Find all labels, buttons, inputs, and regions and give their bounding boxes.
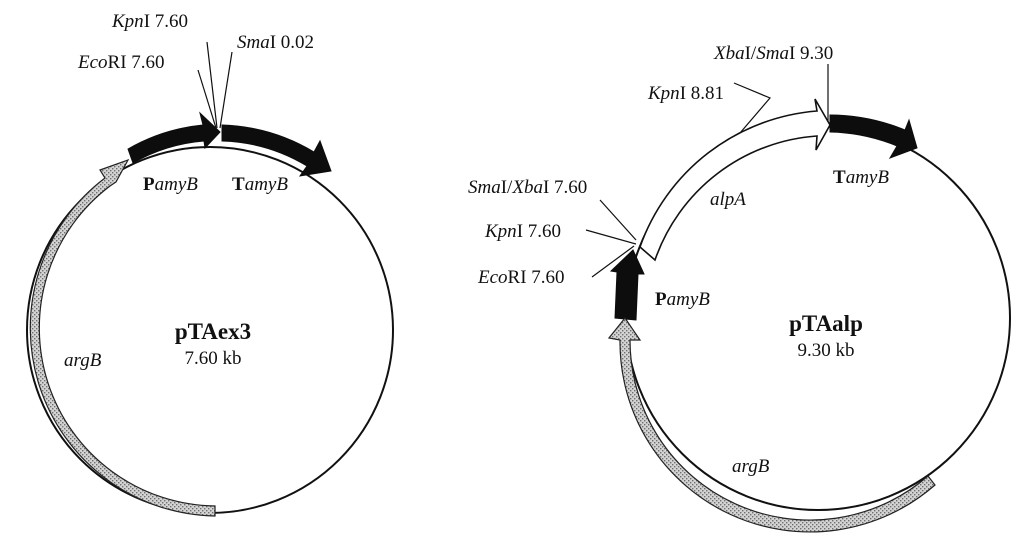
kpn1-leader-line <box>585 229 637 245</box>
plasmid-size: 9.30 kb <box>798 340 855 361</box>
alpa-arrow <box>639 98 831 262</box>
feature-label-tamyb: TamyB <box>232 174 288 195</box>
feature-label-tamyb: TamyB <box>833 167 889 188</box>
argb-arrow <box>29 158 216 517</box>
plasmid-name: pTAex3 <box>175 319 251 344</box>
plasmid-name: pTAalp <box>789 311 863 336</box>
site-label-eco: EcoRI 7.60 <box>77 52 165 73</box>
site-label-sma: SmaI 0.02 <box>237 32 314 53</box>
tamyb-arrow <box>221 124 332 177</box>
kpn-leader-line <box>206 41 218 129</box>
eco-leader-line <box>197 69 217 129</box>
sma-leader-line <box>219 51 233 129</box>
tamyb-arrow <box>829 114 918 159</box>
site-label-kpn: KpnI 7.60 <box>111 11 188 32</box>
pamyb-arrow <box>609 249 645 321</box>
site-label-kpn1: KpnI 7.60 <box>484 221 561 242</box>
site-label-xbasma: XbaI/SmaI 9.30 <box>713 43 833 64</box>
site-label-kpn2: KpnI 8.81 <box>647 83 724 104</box>
smaxba-leader-line <box>599 199 637 241</box>
pamyb-arrow <box>127 111 221 164</box>
feature-label-pamyb: PamyB <box>143 174 198 195</box>
feature-label-argb: argB <box>732 456 770 477</box>
plasmid-size: 7.60 kb <box>185 348 242 369</box>
site-label-eco: EcoRI 7.60 <box>477 267 565 288</box>
plasmid-ptaex3: KpnI 7.60 EcoRI 7.60 SmaI 0.02 PamyB Tam… <box>26 11 394 517</box>
eco-leader-line <box>591 245 635 278</box>
site-label-smaxba: SmaI/XbaI 7.60 <box>468 177 587 198</box>
feature-label-alpa: alpA <box>710 189 746 210</box>
kpn2-leader-line <box>733 82 771 134</box>
argb-arrow <box>607 316 936 533</box>
feature-label-argb: argB <box>64 350 102 371</box>
plasmid-ptaalp: XbaI/SmaI 9.30 KpnI 8.81 SmaI/XbaI 7.60 … <box>468 43 1011 533</box>
feature-label-pamyb: PamyB <box>655 289 710 310</box>
